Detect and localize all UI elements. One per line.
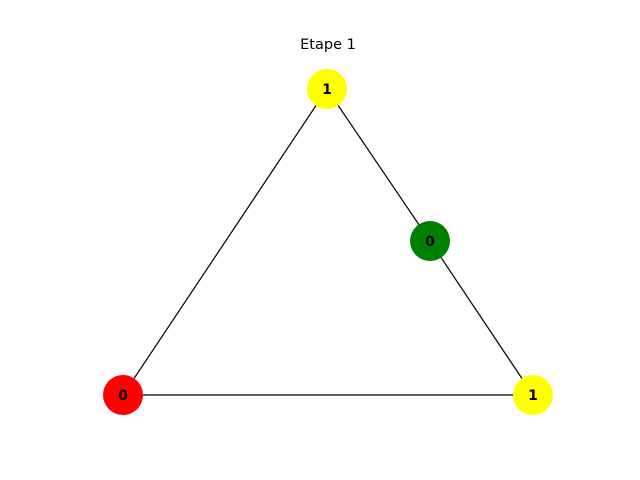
node-label: 0 xyxy=(425,234,435,250)
edges-layer xyxy=(122,88,534,396)
node-circle xyxy=(513,375,553,415)
node-circle xyxy=(307,69,347,109)
graph-node-n2: 0 xyxy=(410,221,450,261)
edge-n0-n1 xyxy=(122,88,328,396)
node-circle xyxy=(103,375,143,415)
nodes-layer: 0 1 0 1 xyxy=(103,69,553,415)
node-label: 1 xyxy=(528,388,538,404)
figure-title: Etape 1 xyxy=(300,37,356,53)
graph-node-n0: 0 xyxy=(103,375,143,415)
graph-node-n1: 1 xyxy=(307,69,347,109)
edge-n2-n3 xyxy=(429,240,534,396)
graph-node-n3: 1 xyxy=(513,375,553,415)
node-label: 0 xyxy=(118,388,128,404)
edge-n1-n2 xyxy=(326,88,431,242)
node-label: 1 xyxy=(322,82,332,98)
node-circle xyxy=(410,221,450,261)
